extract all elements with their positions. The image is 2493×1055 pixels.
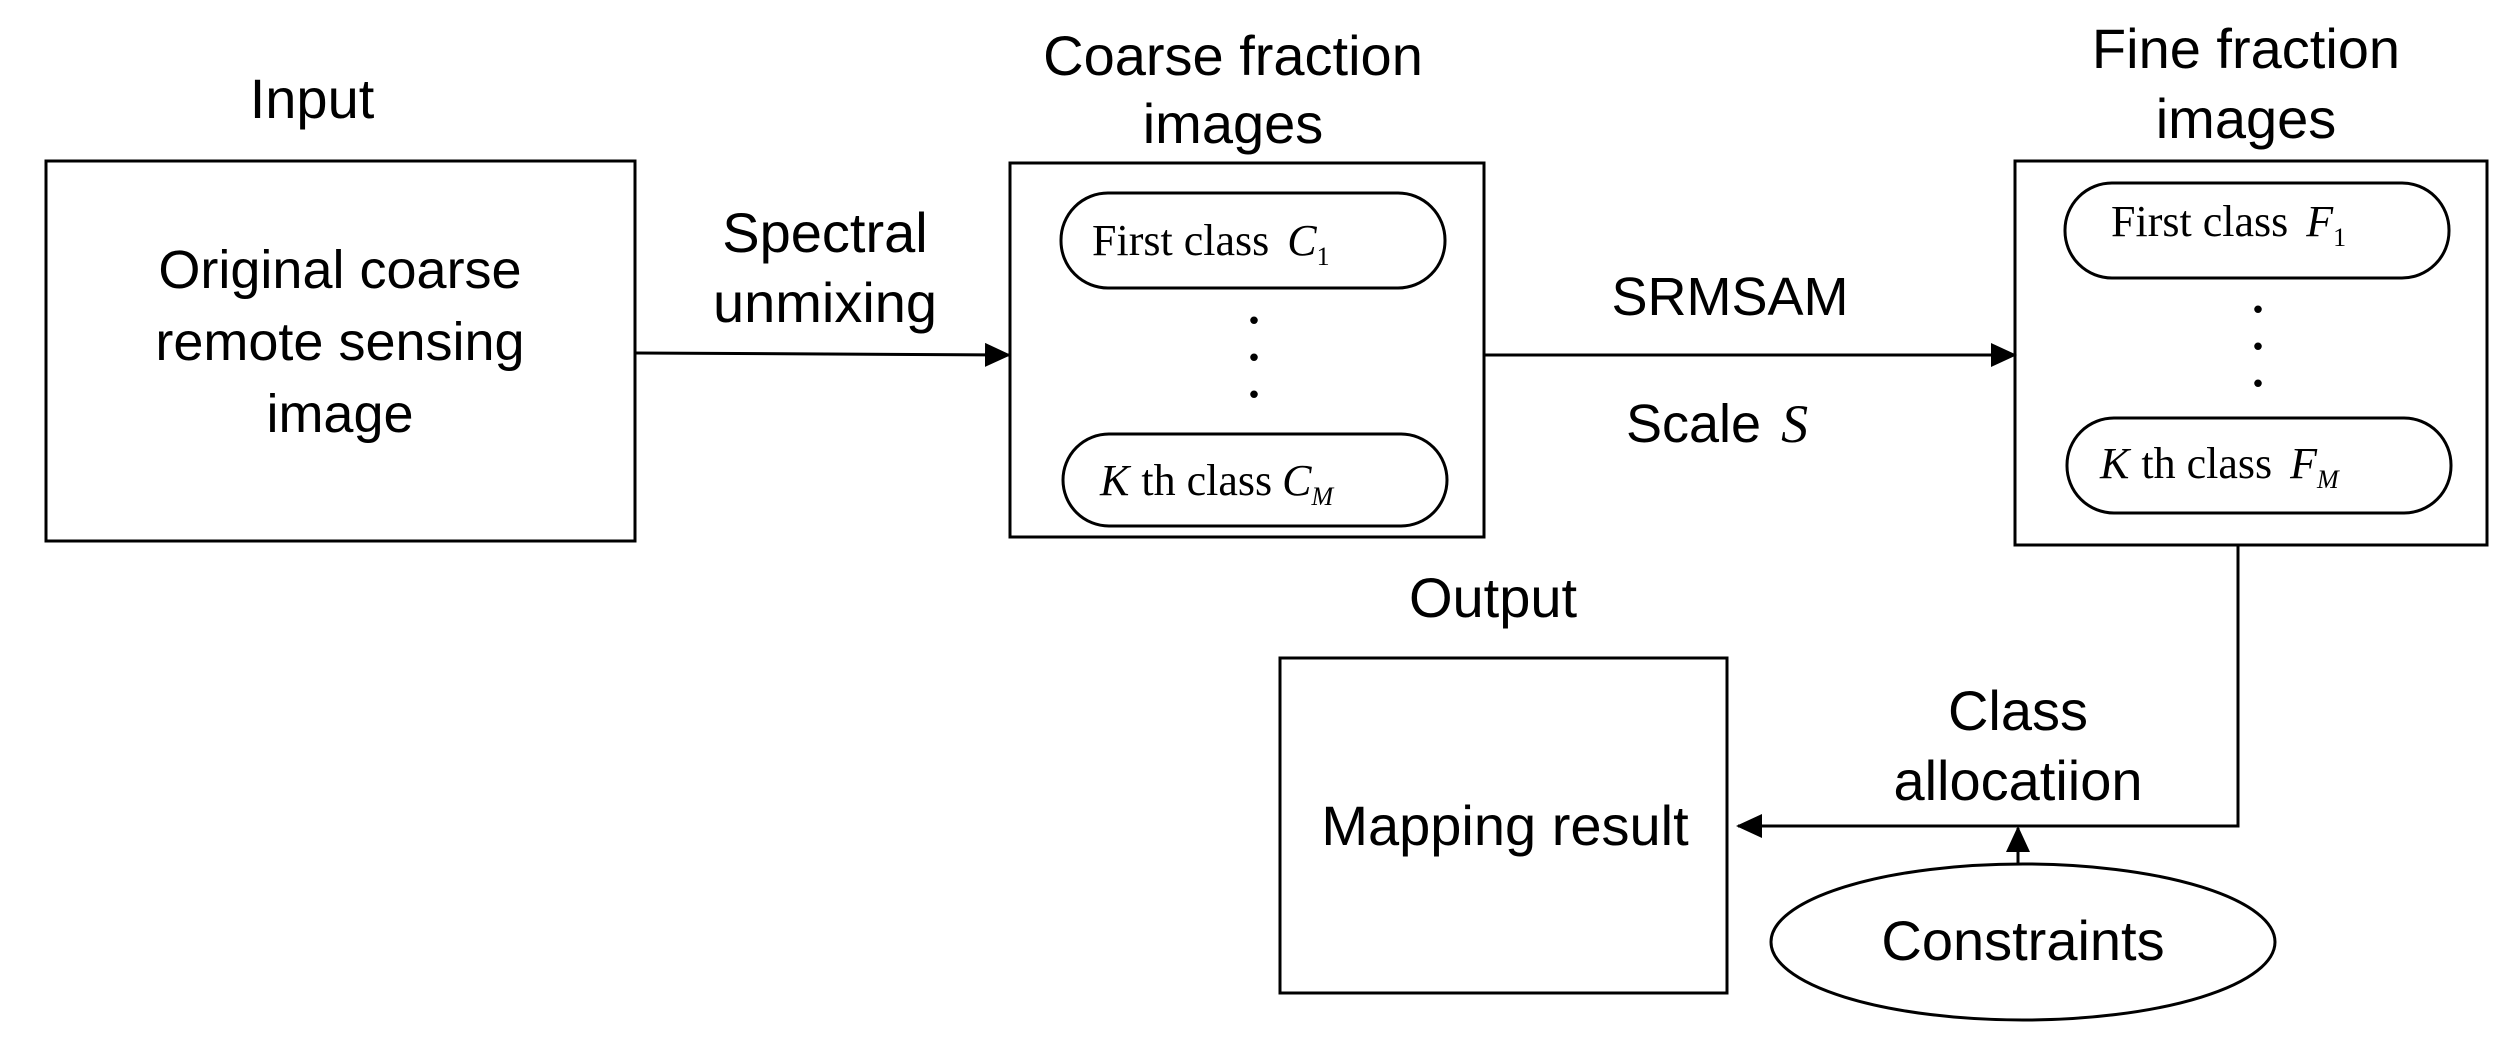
fine-dot-1: . bbox=[2250, 255, 2266, 326]
class-allocation-label-line2: allocatiion bbox=[1893, 749, 2142, 812]
spectral-label-line2: unmixing bbox=[713, 271, 937, 334]
output-box-label: Mapping result bbox=[1321, 794, 1689, 857]
spectral-label-line1: Spectral bbox=[722, 201, 927, 264]
constraints-ellipse bbox=[1769, 862, 2277, 1022]
srmsam-label: SRMSAM bbox=[1611, 267, 1848, 327]
input-box-line2: remote sensing bbox=[155, 312, 524, 372]
coarse-title-line2: images bbox=[1143, 92, 1324, 155]
fine-dot-2: . bbox=[2250, 292, 2266, 363]
fine-fraction-box bbox=[2013, 159, 2489, 547]
input-box bbox=[44, 159, 637, 543]
fine-first-class-pill bbox=[2063, 181, 2451, 280]
coarse-dot-3: . bbox=[1246, 340, 1262, 411]
class-allocation-label-line1: Class bbox=[1948, 679, 2088, 742]
output-title: Output bbox=[1409, 566, 1578, 629]
fine-kth-class-pill bbox=[2065, 416, 2453, 515]
spectral-unmixing-arrow bbox=[634, 342, 1011, 367]
constraints-label: Constraints bbox=[1881, 909, 2164, 972]
output-box bbox=[1278, 656, 1729, 995]
coarse-title-line1: Coarse fraction bbox=[1043, 24, 1423, 87]
coarse-dot-1: . bbox=[1246, 266, 1262, 337]
coarse-dot-2: . bbox=[1246, 303, 1262, 374]
coarse-first-class-pill bbox=[1059, 191, 1447, 290]
input-box-line1: Original coarse bbox=[158, 240, 521, 300]
fine-title-line1: Fine fraction bbox=[2092, 17, 2400, 80]
coarse-kth-class-pill bbox=[1061, 432, 1449, 528]
input-title: Input bbox=[250, 67, 375, 130]
class-allocation-arrow bbox=[1736, 545, 2240, 838]
input-box-line3: image bbox=[266, 384, 413, 444]
fine-dot-3: . bbox=[2250, 329, 2266, 400]
fine-title-line2: images bbox=[2156, 87, 2337, 150]
coarse-fraction-box bbox=[1008, 161, 1486, 539]
